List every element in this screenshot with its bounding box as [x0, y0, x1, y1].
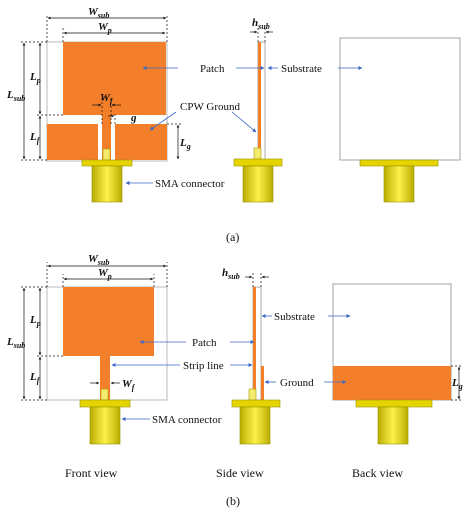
back-view-caption: Back view [352, 466, 403, 480]
sma-pin-side-a [253, 147, 262, 160]
side-view-a [233, 41, 283, 203]
back-view-b [332, 283, 452, 445]
patch-a [63, 42, 166, 115]
sma-body-back-b [377, 406, 409, 445]
substrate-back-a [339, 37, 461, 161]
dim-labels-front-b: Wsub Wp Lsub Lp Lf Wf [6, 253, 136, 392]
callout-patch-a: Patch [200, 63, 225, 75]
svg-text:Lf: Lf [29, 371, 41, 385]
dimensions-back-b [451, 365, 463, 401]
svg-text:Lf: Lf [29, 131, 41, 145]
dim-labels-front-a: Wsub Wp Lsub Lp Lf Wf g Lg [6, 6, 191, 151]
callout-substrate-a: Substrate [281, 63, 322, 75]
svg-text:Lsub: Lsub [6, 89, 25, 103]
svg-text:Wf: Wf [100, 92, 114, 106]
sma-pin-b [100, 388, 109, 401]
callout-sma-a: SMA connector [155, 178, 225, 190]
sma-pin-a [102, 148, 111, 161]
copper-side-top-b [253, 287, 256, 400]
sma-pin-side-b [248, 388, 257, 401]
l-g-label-b: Lg [451, 377, 463, 391]
svg-text:Wp: Wp [98, 267, 112, 281]
sma-body-a [91, 165, 123, 203]
callouts-b [111, 314, 351, 421]
strip-line-b [100, 355, 110, 400]
svg-text:Lsub: Lsub [6, 336, 25, 350]
cpw-ground-left-a [47, 124, 98, 160]
front-view-a [46, 41, 168, 203]
svg-text:g: g [130, 112, 137, 124]
svg-text:Wsub: Wsub [88, 6, 109, 20]
panel-a-label: (a) [226, 230, 239, 244]
callout-cpw-ground-a: CPW Ground [180, 101, 240, 113]
sma-body-side-b [239, 406, 271, 445]
sma-body-back-a [383, 165, 415, 203]
copper-side-a [258, 42, 261, 162]
side-view-b [231, 286, 281, 445]
svg-text:Wf: Wf [122, 378, 136, 392]
back-view-a [339, 37, 461, 203]
copper-side-ground-b [261, 366, 264, 400]
callout-substrate-b: Substrate [274, 311, 315, 323]
ground-back-b [333, 366, 451, 400]
side-view-caption: Side view [216, 466, 264, 480]
sma-flange-back-b [355, 399, 433, 408]
callout-strip-line-b: Strip line [183, 360, 224, 372]
callout-sma-b: SMA connector [152, 414, 222, 426]
sma-flange-side-a [233, 158, 283, 167]
sma-body-side-a [242, 165, 274, 203]
feed-line-a [102, 112, 111, 160]
patch-b [63, 287, 154, 356]
svg-text:Wsub: Wsub [88, 253, 109, 267]
panel-b-label: (b) [226, 494, 240, 508]
sma-flange-a [81, 159, 133, 167]
callout-ground-b: Ground [280, 377, 314, 389]
callout-patch-b: Patch [192, 337, 217, 349]
dimensions-front-a [20, 14, 181, 161]
front-view-caption: Front view [65, 466, 118, 480]
svg-text:Lp: Lp [29, 71, 41, 85]
callouts-a [125, 66, 363, 185]
h-sub-label-a: hsub [252, 17, 270, 31]
cpw-ground-right-a [115, 124, 167, 160]
h-sub-label-b: hsub [222, 267, 240, 281]
panel-a: Wsub Wp Lsub Lp Lf Wf g Lg hsub [6, 6, 461, 244]
svg-text:Lp: Lp [29, 314, 41, 328]
front-view-b [46, 286, 168, 445]
sma-flange-side-b [231, 399, 281, 408]
dimensions-side-b [245, 272, 269, 287]
panel-b: Wsub Wp Lsub Lp Lf Wf hsub [6, 253, 463, 508]
dimensions-front-b [20, 262, 168, 401]
dimensions-side-a [250, 28, 273, 42]
svg-text:Lg: Lg [179, 137, 191, 151]
svg-text:Wp: Wp [98, 21, 112, 35]
sma-flange-back-a [359, 159, 439, 167]
sma-body-b [89, 406, 121, 445]
sma-flange-b [79, 399, 131, 408]
